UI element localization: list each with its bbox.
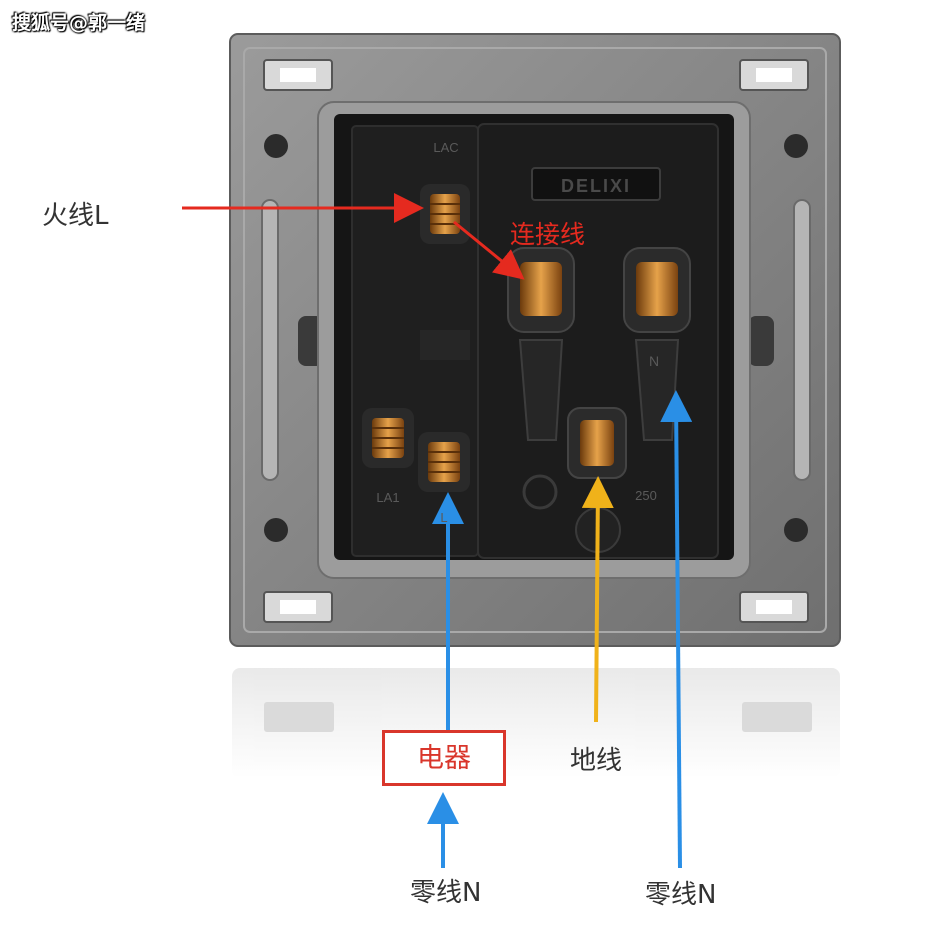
terminal-lac-screw [420,184,470,244]
connecting-wire-arrow [453,220,525,280]
rating-marking: 250 [635,488,657,503]
device-label: 电器 [417,742,471,774]
mounting-hole [784,518,808,542]
neutral-right-label: 零线N [645,880,717,910]
corner-clip [739,591,809,623]
live-wire-label: 火线L [42,201,109,231]
brand-marking: DELIXI [561,176,631,196]
device-box: 电器 [382,730,506,786]
mounting-hole [784,134,808,158]
terminal-la1-marking: LA1 [376,490,399,505]
terminal-n-marking: N [649,353,659,369]
corner-clip [263,591,333,623]
mounting-hole [264,518,288,542]
ground-wire-arrow [581,476,614,723]
neutral-right-arrow [660,390,693,869]
terminal-l-marking: L [440,510,447,525]
terminal-l-screw [418,432,470,492]
mounting-hole [264,134,288,158]
terminal-la1-screw [362,408,414,468]
watermark: 搜狐号@郭一绪 [12,12,146,34]
corner-clip [263,59,333,91]
socket-reflection [232,668,840,778]
neutral-left-label: 零线N [410,878,482,908]
corner-clip [739,59,809,91]
terminal-lac-marking: LAC [433,140,458,155]
ground-contact [567,407,627,553]
neutral-contact [623,247,691,441]
connecting-wire-label: 连接线 [510,220,586,249]
ground-wire-label: 地线 [570,746,623,776]
